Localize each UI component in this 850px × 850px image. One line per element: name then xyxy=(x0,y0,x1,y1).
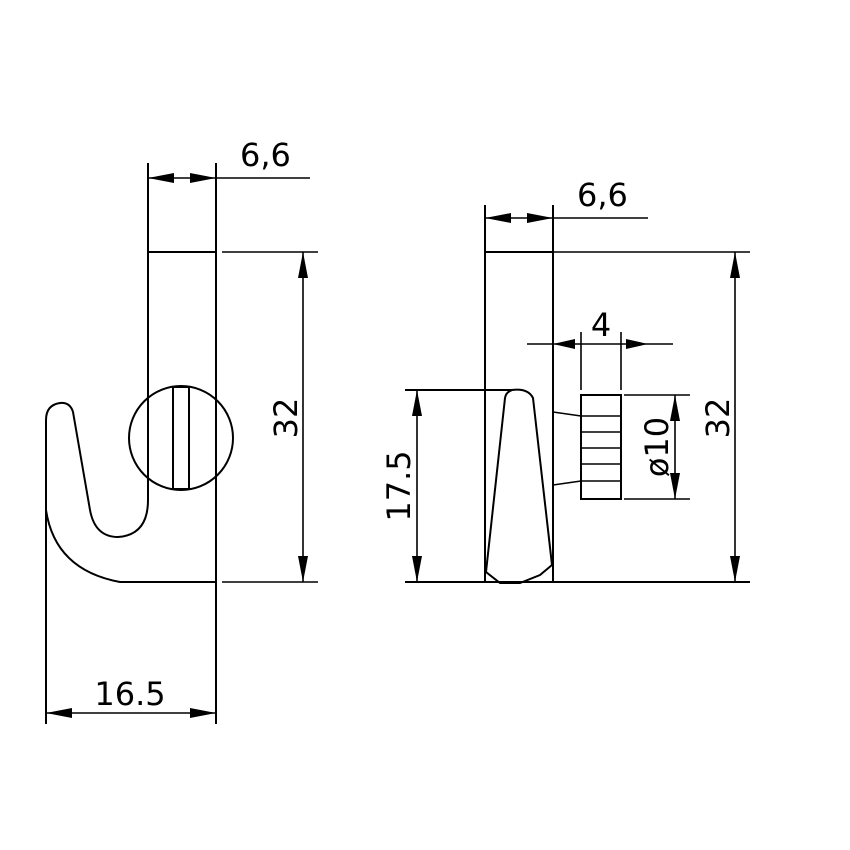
screw-head xyxy=(128,385,234,491)
dim-label-side-width-bottom: 16.5 xyxy=(94,675,165,713)
dim-knob-diameter: ø10 xyxy=(624,394,690,500)
dim-label-side-width-top: 6,6 xyxy=(240,136,291,174)
dim-side-width-bottom: 16.5 xyxy=(46,675,216,718)
dim-hook-height: 17.5 xyxy=(380,390,422,582)
dim-knob-width: 4 xyxy=(527,306,673,390)
dim-side-height: 32 xyxy=(222,251,318,583)
dim-label-front-width-top: 6,6 xyxy=(577,176,628,214)
dim-label-hook-height: 17.5 xyxy=(380,450,418,521)
knob xyxy=(552,394,622,500)
front-view: 6,6 4 ø10 17.5 xyxy=(380,176,750,584)
dim-label-side-height: 32 xyxy=(267,398,305,439)
dim-front-width-top: 6,6 xyxy=(485,176,648,223)
hook-front-profile xyxy=(484,388,554,584)
dim-label-front-height: 32 xyxy=(699,398,737,439)
dim-label-knob-width: 4 xyxy=(591,306,611,344)
dim-front-height: 32 xyxy=(553,251,750,582)
side-view: 6,6 32 16.5 xyxy=(45,136,318,724)
hook-profile xyxy=(45,401,216,724)
dim-side-width-top: 6,6 xyxy=(148,136,310,183)
dim-label-knob-diameter: ø10 xyxy=(638,417,676,477)
